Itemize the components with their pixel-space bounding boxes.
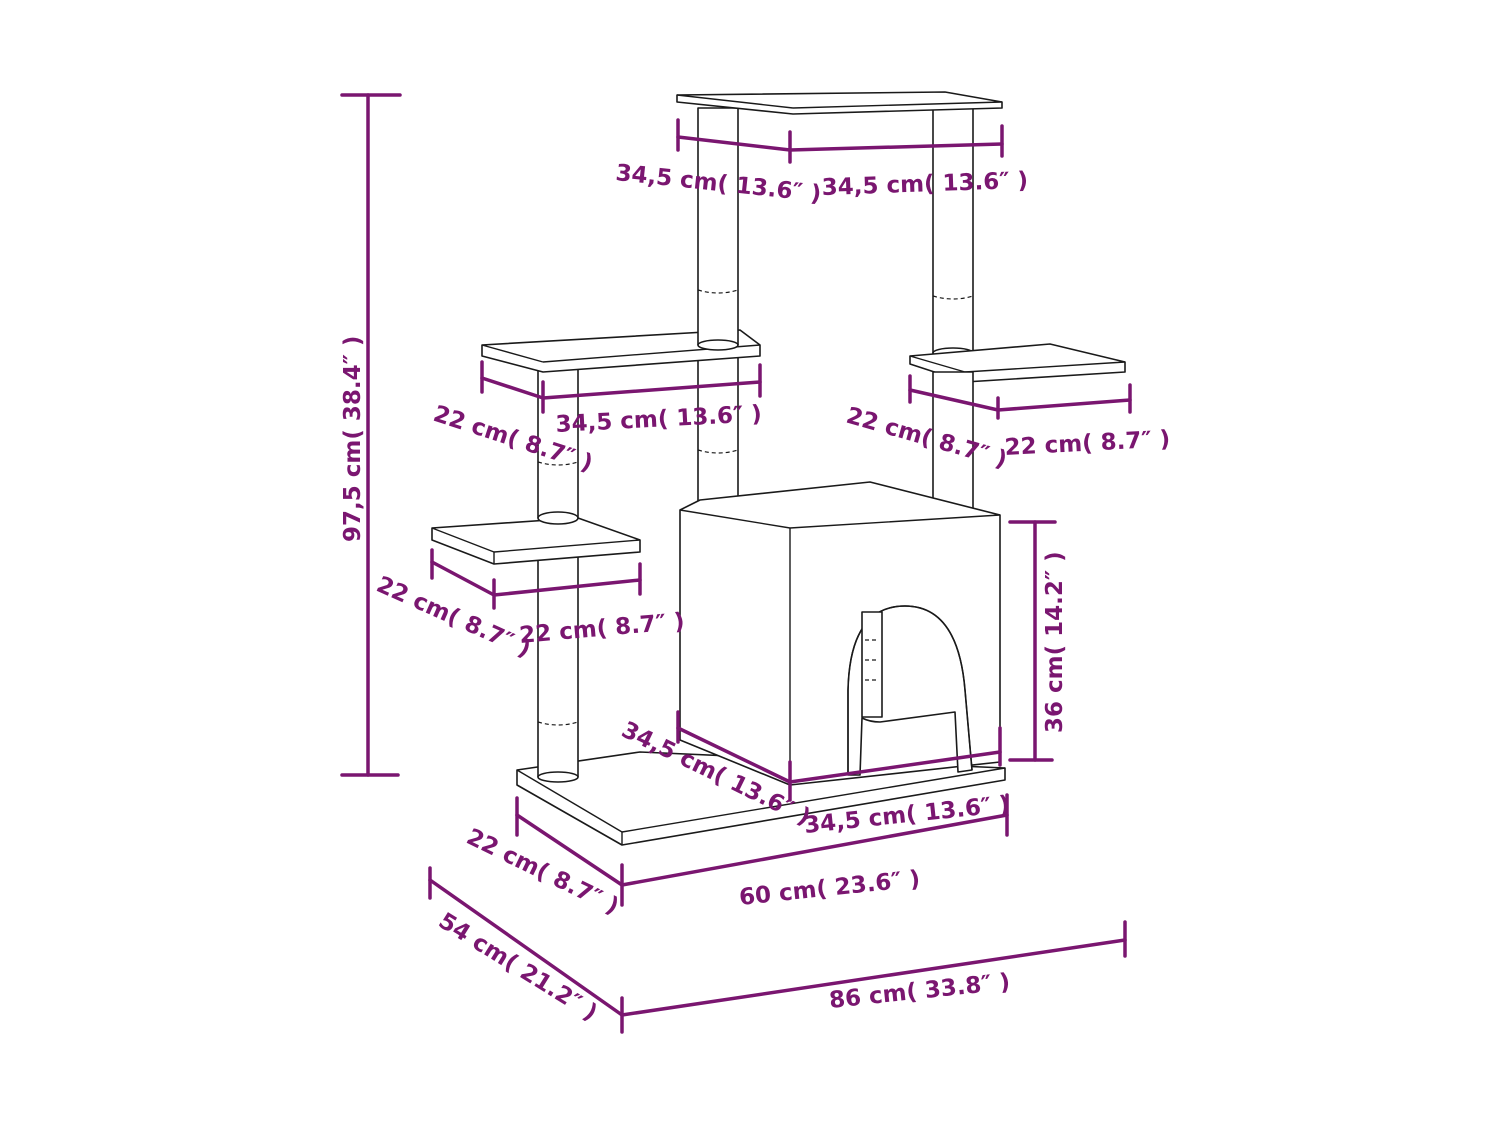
mid-right-depth-line — [908, 388, 1000, 412]
center-left-post — [697, 354, 739, 506]
top-right-width-line — [788, 142, 1004, 152]
label-low-left-depth: 22 cm( 8.7″ ) — [373, 572, 535, 663]
post-band — [932, 295, 974, 300]
house-depth-line — [676, 726, 792, 784]
top-platform-edge — [676, 94, 794, 109]
low-left-platform-edge — [431, 527, 495, 553]
base-edge-front — [621, 767, 1006, 833]
left-upper-post-foot — [537, 511, 579, 525]
house-body — [679, 481, 1001, 786]
top-left-width-line — [676, 135, 792, 152]
base-depth-line — [515, 813, 624, 887]
house-entrance-arch — [847, 605, 973, 775]
house-width-line — [788, 750, 1002, 784]
left-lower-post — [537, 554, 579, 778]
overall-depth-line — [428, 878, 624, 1017]
overall-width-line — [620, 938, 1127, 1017]
low-left-depth-line — [430, 560, 496, 597]
top-platform — [676, 91, 1003, 115]
inner-post-texture — [865, 639, 878, 681]
left-lower-post-foot — [537, 771, 579, 783]
mid-right-platform-edge — [909, 355, 966, 373]
top-left-post-foot — [697, 339, 739, 351]
label-house-height: 36 cm( 14.2″ ) — [1042, 551, 1068, 733]
label-base-width: 60 cm( 23.6″ ) — [738, 866, 921, 911]
top-platform-edge — [792, 101, 1003, 109]
measurement-lines — [340, 93, 1132, 1034]
low-left-platform-edge — [493, 539, 641, 553]
mid-left-depth-line — [480, 376, 545, 400]
label-mid-right-depth: 22 cm( 8.7″ ) — [843, 403, 1009, 474]
low-left-width-line — [492, 578, 642, 597]
label-base-depth: 22 cm( 8.7″ ) — [462, 824, 622, 920]
mid-right-width-line — [996, 398, 1132, 412]
low-left-platform — [431, 517, 641, 565]
base-edge — [516, 769, 623, 833]
label-top-right-width: 34,5 cm( 13.6″ ) — [821, 168, 1028, 201]
base-width-line — [620, 813, 1009, 887]
post-band — [537, 461, 579, 466]
post-band — [537, 721, 579, 726]
label-mid-right-width: 22 cm( 8.7″ ) — [1004, 426, 1171, 461]
mid-right-platform-edge — [964, 361, 1126, 373]
mid-left-platform-edge — [481, 344, 544, 363]
mid-left-width-line — [541, 380, 762, 400]
label-overall-depth: 54 cm( 21.2″ ) — [434, 908, 602, 1026]
inner-post — [861, 611, 883, 718]
top-left-post — [697, 107, 739, 346]
label-total-height: 97,5 cm( 38.4″ ) — [340, 336, 366, 542]
post-band — [697, 289, 739, 294]
post-band — [697, 449, 739, 454]
cat-tree-drawing — [431, 91, 1126, 846]
label-overall-width: 86 cm( 33.8″ ) — [828, 969, 1011, 1014]
